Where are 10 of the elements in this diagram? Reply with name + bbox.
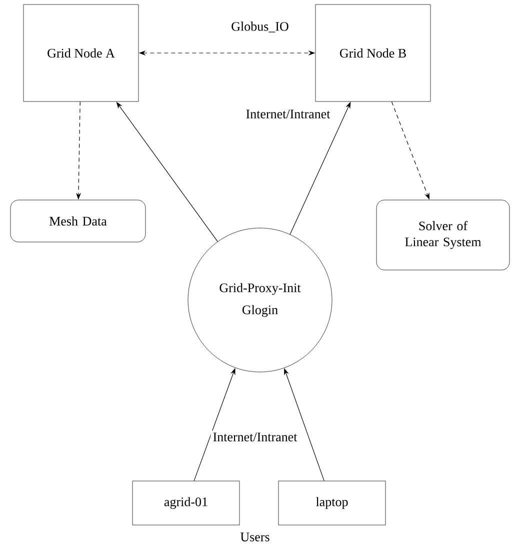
edge-label: Globus_IO (229, 20, 291, 34)
grid-node-box: Grid Node B (315, 4, 431, 102)
grid-node-box: Grid Node A (23, 4, 139, 102)
computer-box: agrid-01 (132, 480, 240, 526)
edge-label: Internet/Intranet (244, 108, 332, 120)
edge-label: Internet/Intranet (210, 430, 300, 444)
data-box: Solver of Linear System (376, 200, 510, 270)
group-label: Users (240, 532, 270, 542)
computer-box: laptop (278, 480, 386, 526)
data-box: Mesh Data (10, 200, 146, 242)
